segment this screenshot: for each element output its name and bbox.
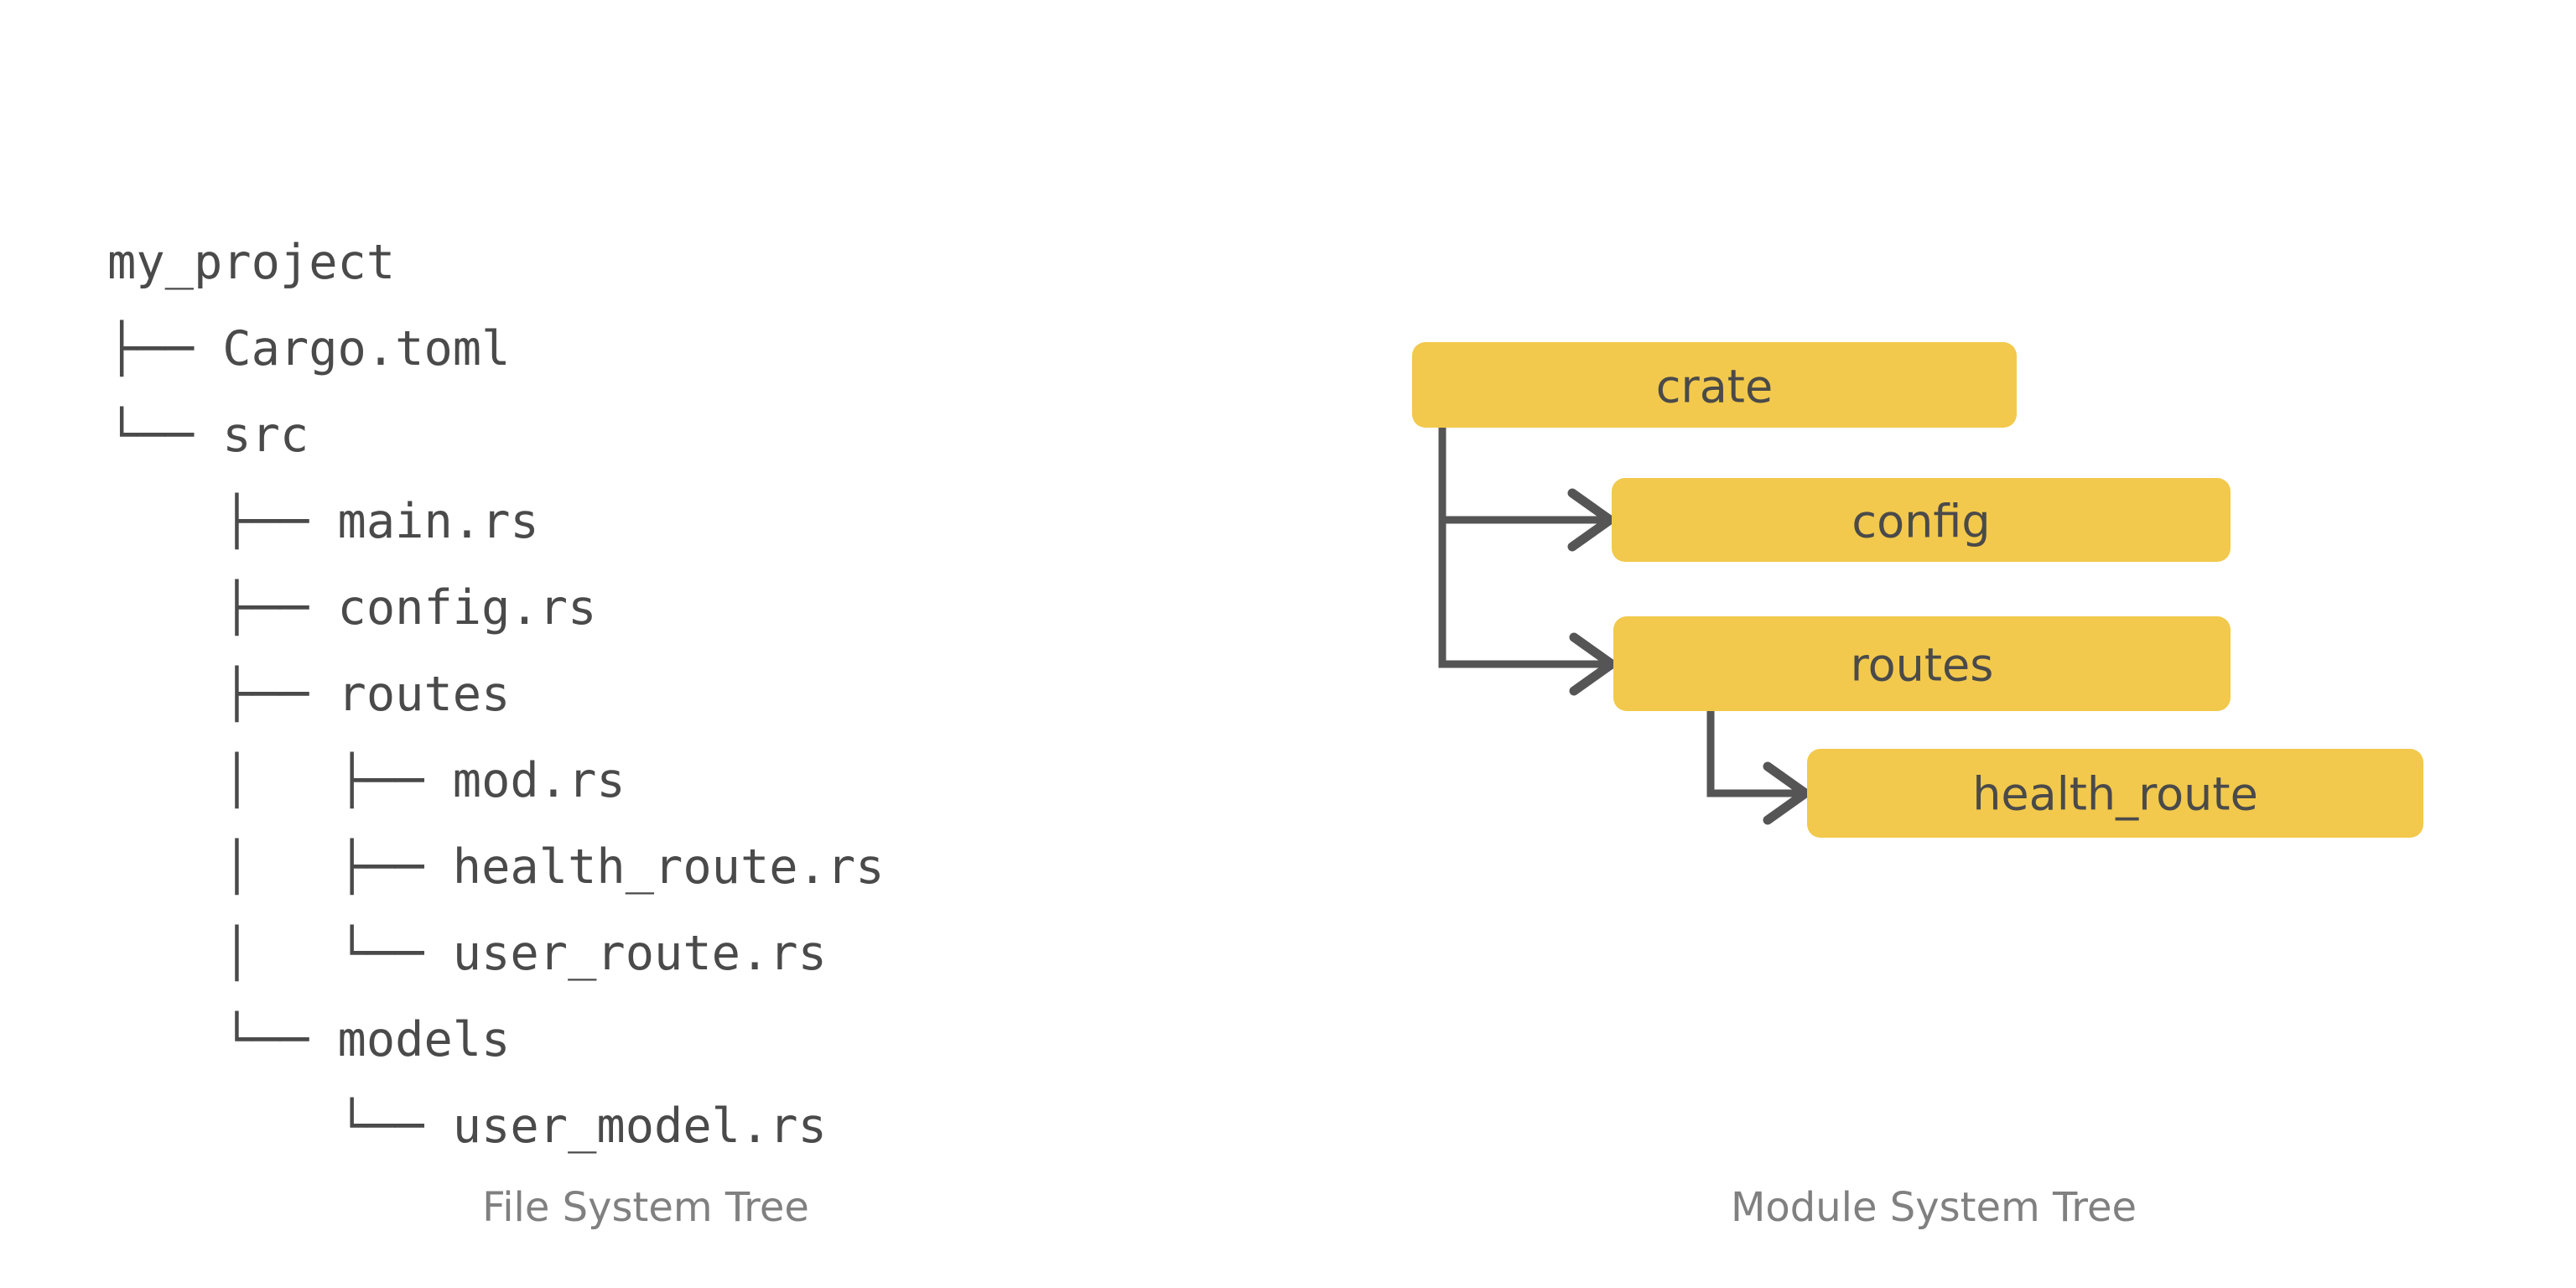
fs-tree-line: my_project [107,235,396,290]
module-node-box[interactable] [1613,616,2231,711]
edge-line [1438,428,1605,668]
module-node-label: health_route [1972,768,2258,821]
edge-line [1706,711,1799,797]
fs-tree-line: └── src [107,408,309,463]
fs-tree-line: └── user_model.rs [107,1098,827,1154]
file-system-tree-caption: File System Tree [482,1184,809,1231]
module-node-crate[interactable]: crate [1412,342,2017,428]
edge-crate-config [1438,428,1615,552]
module-node-label: crate [1656,361,1773,413]
module-system-tree: crate config routes health_route [1412,342,2423,838]
module-node-config[interactable]: config [1612,478,2231,562]
fs-tree-line: ├── Cargo.toml [107,321,511,377]
fs-tree-line: └── models [107,1012,511,1067]
fs-tree-line: │ ├── health_route.rs [107,839,885,895]
arrowhead-icon [1569,632,1617,696]
file-system-tree: my_project ├── Cargo.toml └── src ├── main… [107,220,885,1170]
arrowhead-icon [1763,761,1810,825]
fs-tree-line: ├── routes [107,667,511,722]
edge-crate-routes [1438,428,1617,696]
module-node-label: routes [1851,639,1994,692]
file-system-tree-panel: my_project ├── Cargo.toml └── src ├── main… [0,0,1191,1288]
fs-tree-line: │ └── user_route.rs [107,926,827,981]
fs-tree-line: ├── main.rs [107,494,539,549]
edge-line [1438,428,1603,524]
module-system-tree-panel: crate config routes health_route [1191,0,2576,1288]
arrowhead-icon [1567,488,1615,552]
module-node-health-route[interactable]: health_route [1807,749,2423,838]
module-node-routes[interactable]: routes [1613,616,2231,711]
edge-routes-health-route [1706,711,1810,825]
fs-tree-line: ├── config.rs [107,580,597,636]
module-node-label: config [1852,496,1990,548]
module-system-tree-caption: Module System Tree [1730,1184,2137,1231]
module-node-box[interactable] [1412,342,2017,428]
fs-tree-line: │ ├── mod.rs [107,753,626,808]
module-node-box[interactable] [1807,749,2423,838]
module-node-box[interactable] [1612,478,2231,562]
